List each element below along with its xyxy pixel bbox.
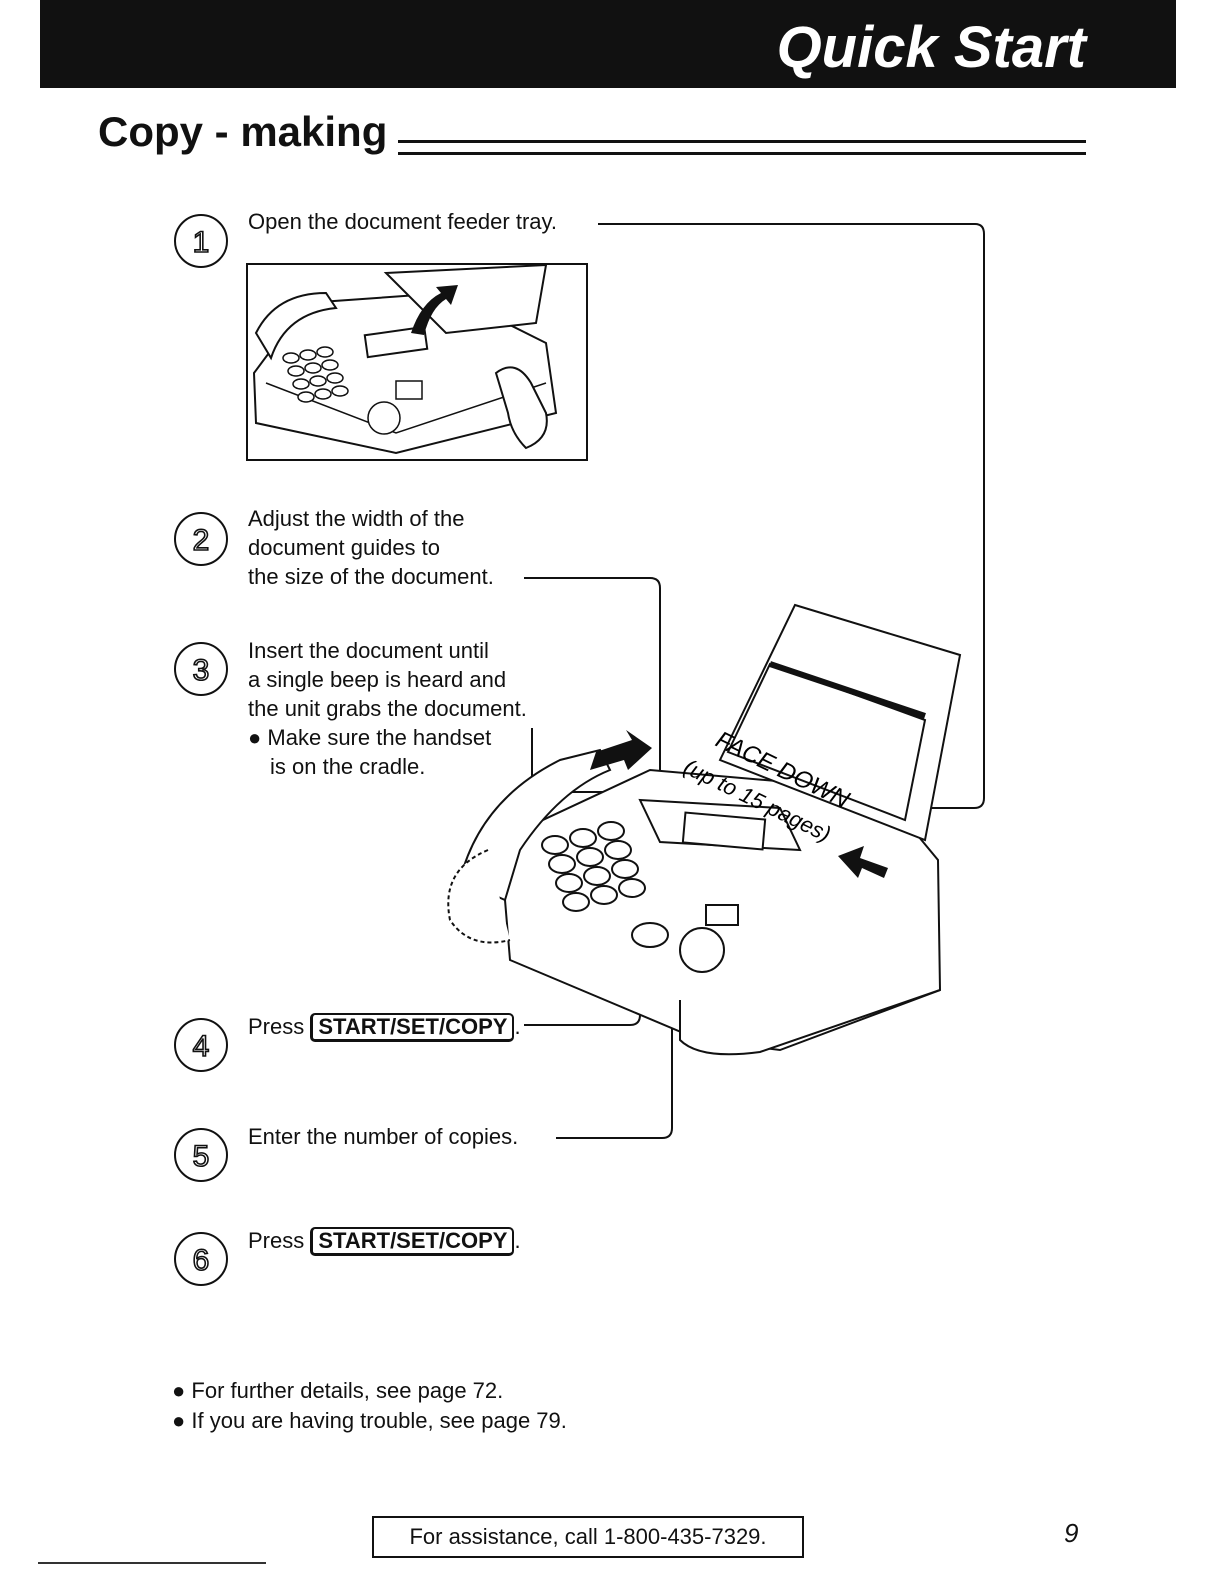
feeder-tray-illustration xyxy=(246,263,588,461)
step-6-number: 6 xyxy=(172,1230,230,1288)
footer-rule xyxy=(38,1562,266,1564)
step-1-line-1: Open the document feeder tray. xyxy=(248,209,557,234)
step-3-bullet-line-1: Make sure the handset xyxy=(267,725,492,750)
step-3-text: Insert the document until a single beep … xyxy=(248,636,527,781)
note-further-details: For further details, see page 72. xyxy=(191,1378,504,1403)
section-title: Copy - making xyxy=(98,108,388,155)
title-rule xyxy=(398,140,1086,155)
step-4-number: 4 xyxy=(172,1016,230,1074)
assistance-box: For assistance, call 1-800-435-7329. xyxy=(372,1516,804,1558)
note-item: ● For further details, see page 72. xyxy=(172,1378,504,1403)
step-4-prefix: Press xyxy=(248,1014,305,1039)
step-5-line-1: Enter the number of copies. xyxy=(248,1124,519,1149)
step-6-prefix: Press xyxy=(248,1228,305,1253)
svg-text:2: 2 xyxy=(193,524,210,557)
header-bar: Quick Start xyxy=(40,0,1176,88)
svg-text:6: 6 xyxy=(193,1244,210,1277)
step-4-suffix: . xyxy=(514,1014,521,1039)
step-2-text: Adjust the width of the document guides … xyxy=(248,504,494,591)
header-title: Quick Start xyxy=(776,15,1086,80)
step-3-number: 3 xyxy=(172,640,230,698)
svg-text:1: 1 xyxy=(193,226,210,259)
step-3-bullet: ● Make sure the handset xyxy=(248,725,492,750)
page-number: 9 xyxy=(1064,1518,1079,1548)
step-1-text: Open the document feeder tray. xyxy=(248,207,557,236)
step-3-line-2: a single beep is heard and xyxy=(248,667,507,692)
step-3-line-3: the unit grabs the document. xyxy=(248,696,527,721)
step-2-line-1: Adjust the width of the xyxy=(248,506,465,531)
step-2-line-2: document guides to xyxy=(248,535,441,560)
step-3-line-1: Insert the document until xyxy=(248,638,489,663)
svg-text:5: 5 xyxy=(193,1140,210,1173)
step-4-text: Press START/SET/COPY. xyxy=(248,1012,521,1042)
step-2-line-3: the size of the document. xyxy=(248,564,494,589)
svg-text:4: 4 xyxy=(193,1030,210,1063)
step-2-number: 2 xyxy=(172,510,230,568)
note-trouble: If you are having trouble, see page 79. xyxy=(191,1408,567,1433)
note-item: ● If you are having trouble, see page 79… xyxy=(172,1408,567,1433)
notes: ● For further details, see page 72. ● If… xyxy=(172,1376,567,1436)
start-set-copy-key: START/SET/COPY xyxy=(310,1227,515,1256)
step-5-text: Enter the number of copies. xyxy=(248,1122,518,1151)
svg-text:3: 3 xyxy=(193,654,210,687)
step-6-text: Press START/SET/COPY. xyxy=(248,1226,521,1256)
start-set-copy-key: START/SET/COPY xyxy=(310,1013,515,1042)
step-1-number: 1 xyxy=(172,212,230,270)
step-5-number: 5 xyxy=(172,1126,230,1184)
step-6-suffix: . xyxy=(514,1228,521,1253)
step-3-bullet-line-2: is on the cradle. xyxy=(270,754,426,779)
